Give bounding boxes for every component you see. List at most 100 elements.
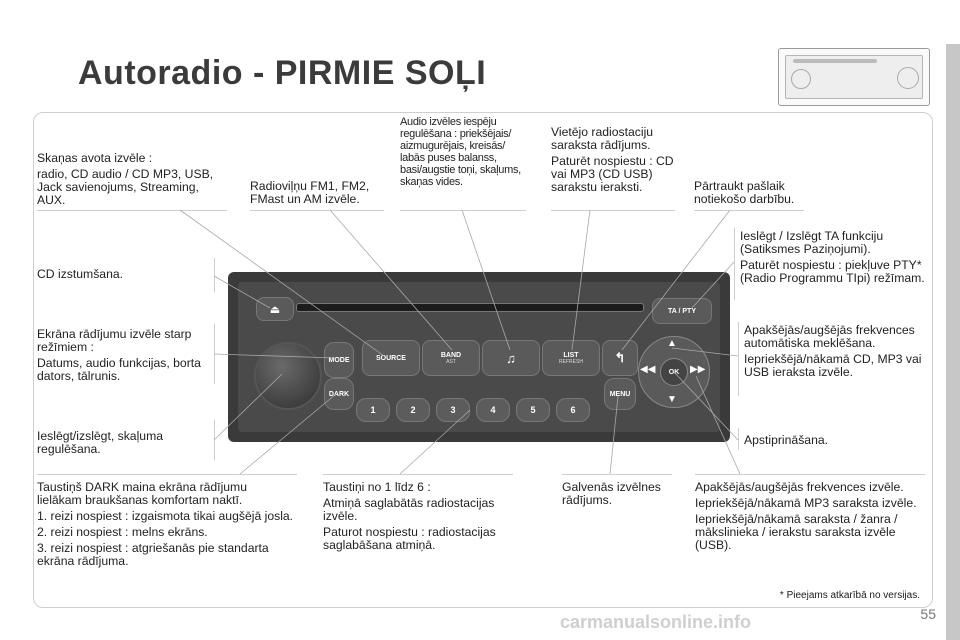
lr-title: Apakšējās/augšējās frekvences izvēle.: [695, 480, 904, 494]
preset-button-5[interactable]: 5: [516, 398, 550, 422]
bands-text: Radioviļņu FM1, FM2, FMast un AM izvēle.: [250, 179, 370, 206]
leader-line: [691, 261, 735, 309]
leader-line: [399, 409, 471, 475]
label-eject: CD izstumšana.: [37, 268, 207, 284]
list-title: Vietējo radiostaciju saraksta rādījums.: [551, 125, 654, 152]
leader-line: [461, 209, 511, 351]
leader-line: [673, 371, 739, 441]
watermark: carmanualsonline.info: [560, 612, 752, 632]
label-keys: Taustiņi no 1 līdz 6 : Atmiņā saglabātās…: [323, 481, 523, 555]
ta-pty-button[interactable]: TA / PTY: [652, 298, 712, 324]
preset-button-2[interactable]: 2: [396, 398, 430, 422]
eject-icon: ⏏: [269, 303, 281, 316]
divider: [738, 428, 739, 450]
keys-step-1: Atmiņā saglabātās radiostacijas izvēle.: [323, 496, 495, 523]
list-label: LIST: [563, 351, 579, 359]
divider: [400, 210, 526, 211]
mode-title: Ekrāna rādījumu izvēle starp režīmiem :: [37, 327, 192, 354]
band-button[interactable]: BAND AST: [422, 340, 480, 376]
preset-button-6[interactable]: 6: [556, 398, 590, 422]
list-body: Paturēt nospiestu : CD vai MP3 (CD USB) …: [551, 154, 674, 194]
back-button[interactable]: ↰: [602, 340, 638, 376]
mode-label: MODE: [328, 356, 350, 364]
preset-button-4[interactable]: 4: [476, 398, 510, 422]
leader-line: [179, 209, 385, 357]
leader-line: [329, 209, 453, 351]
fast-forward-icon[interactable]: ▶▶: [690, 364, 706, 375]
source-label: SOURCE: [376, 354, 406, 362]
ta-body: Paturēt nospiestu : piekļuve PTY* (Radio…: [740, 258, 925, 285]
label-audio-options: Audio izvēles iespēju regulēšana : priek…: [400, 116, 528, 191]
label-ta: Ieslēgt / Izslēgt TA funkciju (Satiksmes…: [740, 230, 926, 288]
back-arrow-icon: ↰: [614, 350, 626, 365]
label-menu: Galvenās izvēlnes rādījums.: [562, 481, 682, 510]
divider: [37, 210, 227, 211]
side-tab: [946, 44, 960, 640]
down-arrow-icon[interactable]: ▼: [667, 394, 677, 405]
rewind-icon[interactable]: ◀◀: [640, 364, 656, 375]
keys-title: Taustiņi no 1 līdz 6 :: [323, 480, 431, 494]
divider: [214, 258, 215, 292]
eject-button[interactable]: ⏏: [256, 297, 294, 321]
mode-body: Datums, audio funkcijas, borta dators, t…: [37, 356, 201, 383]
band-sub-label: AST: [446, 358, 456, 365]
dark-step-1: 1. reizi nospiest : izgaismota tikai aug…: [37, 509, 294, 523]
label-mode: Ekrāna rādījumu izvēle starp režīmiem : …: [37, 328, 209, 386]
divider: [250, 210, 384, 211]
source-body: radio, CD audio / CD MP3, USB, Jack savi…: [37, 167, 214, 207]
preset-row: 1 2 3 4 5 6: [356, 398, 592, 424]
label-bands: Radioviļņu FM1, FM2, FMast un AM izvēle.: [250, 180, 382, 209]
leader-line: [239, 393, 337, 475]
dark-button[interactable]: DARK: [324, 378, 354, 410]
abort-text: Pārtraukt pašlaik notiekošo darbību.: [694, 179, 795, 206]
page-title: Autoradio - PIRMIE SOĻI: [78, 54, 487, 92]
dark-title: Taustiņš DARK maina ekrāna rādījumu liel…: [37, 480, 247, 507]
mode-button[interactable]: MODE: [324, 342, 354, 378]
keys-step-2: Paturot nospiestu : radiostacijas saglab…: [323, 525, 496, 552]
divider: [738, 322, 739, 396]
lr-step-1: Iepriekšējā/nākamā MP3 saraksta izvēle.: [695, 496, 917, 510]
up-arrow-icon[interactable]: ▲: [667, 338, 677, 349]
label-updown: Apakšējās/augšējās frekvences automātisk…: [744, 324, 928, 382]
ok-text: Apstiprināšana.: [744, 433, 829, 447]
label-power: Ieslēgt/izslēgt, skaļuma regulēšana.: [37, 430, 207, 459]
footnote: * Pieejams atkarībā no versijas.: [779, 590, 920, 601]
leader-line: [671, 347, 739, 357]
source-title: Skaņas avota izvēle :: [37, 151, 153, 165]
divider: [37, 474, 297, 475]
ta-title: Ieslēgt / Izslēgt TA funkciju (Satiksmes…: [740, 229, 884, 256]
divider: [562, 474, 672, 475]
divider: [551, 210, 675, 211]
label-source: Skaņas avota izvēle : radio, CD audio / …: [37, 152, 227, 210]
audio-options-text: Audio izvēles iespēju regulēšana : priek…: [400, 116, 521, 188]
leader-line: [213, 353, 336, 359]
dark-step-3: 3. reizi nospiest : atgriešanās pie stan…: [37, 541, 269, 568]
ta-pty-label: TA / PTY: [668, 307, 696, 315]
lr-step-2: Iepriekšējā/nākamā saraksta / žanra / mā…: [695, 512, 898, 552]
menu-button[interactable]: MENU: [604, 378, 636, 410]
divider: [694, 210, 804, 211]
preset-button-3[interactable]: 3: [436, 398, 470, 422]
dark-label: DARK: [328, 390, 350, 398]
list-button[interactable]: LIST REFRESH: [542, 340, 600, 376]
list-sub-label: REFRESH: [559, 358, 583, 365]
volume-knob[interactable]: [254, 342, 322, 410]
label-leftright: Apakšējās/augšējās frekvences izvēle. Ie…: [695, 481, 927, 555]
dark-step-2: 2. reizi nospiest : melns ekrāns.: [37, 525, 208, 539]
menu-label: MENU: [609, 390, 631, 398]
page-number: 55: [920, 606, 936, 622]
label-dark: Taustiņš DARK maina ekrāna rādījumu liel…: [37, 481, 295, 571]
divider: [695, 474, 925, 475]
updown-title: Apakšējās/augšējās frekvences automātisk…: [744, 323, 915, 350]
cd-slot: [296, 303, 644, 312]
preset-button-1[interactable]: 1: [356, 398, 390, 422]
band-label: BAND: [440, 351, 462, 359]
leader-line: [621, 209, 731, 351]
audio-button[interactable]: ♫: [482, 340, 540, 376]
leader-line: [571, 209, 591, 351]
leader-line: [213, 275, 271, 309]
source-button[interactable]: SOURCE: [362, 340, 420, 376]
divider: [734, 228, 735, 300]
eject-text: CD izstumšana.: [37, 267, 124, 281]
